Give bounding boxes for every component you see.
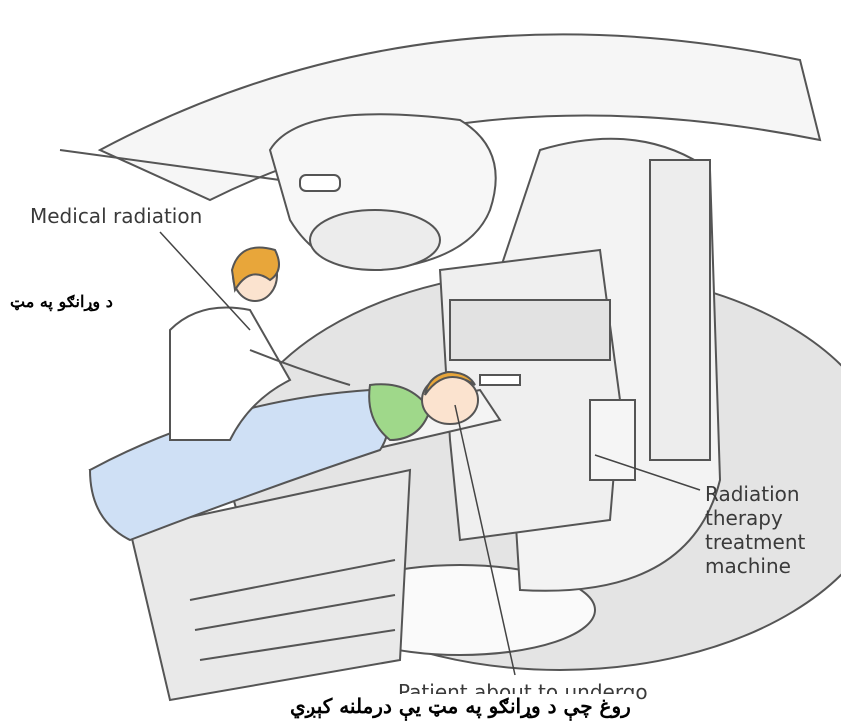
- machine-slot: [480, 375, 520, 385]
- label-treatment-machine: Radiation therapy treatment machine: [705, 482, 805, 578]
- pashto-bottom-caption: روغ چې د وړانګو په مټ یې درملنه کېږي: [286, 694, 635, 718]
- machine-panel: [450, 300, 610, 360]
- pashto-side-caption: د وړانګو په مټ: [6, 290, 117, 313]
- machine-console: [590, 400, 635, 480]
- head-window: [300, 175, 340, 191]
- wall-panel: [650, 160, 710, 460]
- collimator: [310, 210, 440, 270]
- label-medical-radiation: Medical radiation: [30, 204, 202, 228]
